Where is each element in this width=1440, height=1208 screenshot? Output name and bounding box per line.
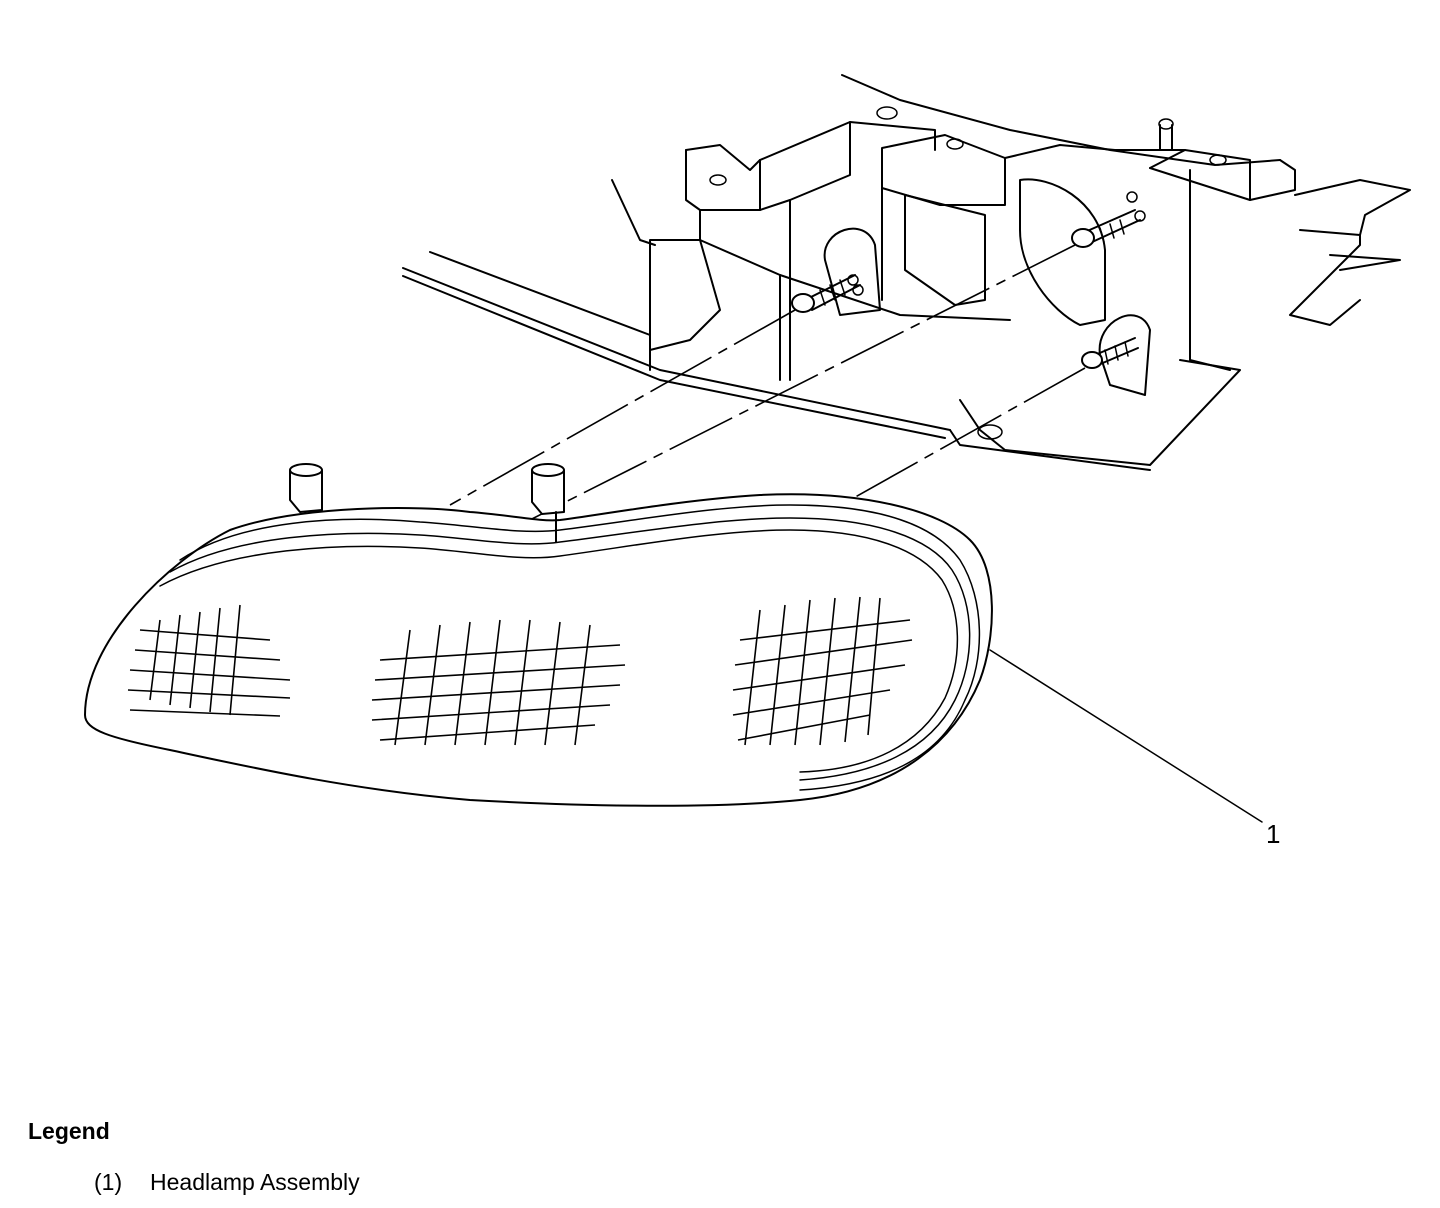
callout-number-1: 1: [1266, 819, 1280, 849]
legend-item: (1) Headlamp Assembly: [94, 1169, 728, 1196]
locator-tab-left: [289, 463, 323, 513]
stud-lower-right: [1081, 337, 1139, 369]
legend-title: Legend: [28, 1118, 110, 1144]
mounting-studs: [791, 191, 1146, 369]
callout-1: 1: [989, 649, 1280, 849]
radiator-support-structure: [402, 74, 1411, 471]
lens-pattern: [127, 596, 913, 746]
lens-grid-left: [127, 604, 291, 717]
lens-grid-center: [371, 619, 626, 746]
legend: Legend (1) Headlamp Assembly: [28, 1118, 728, 1196]
legend-item-number: (1): [94, 1169, 123, 1195]
legend-item-label: Headlamp Assembly: [150, 1169, 360, 1195]
stud-upper-right: [1071, 191, 1146, 248]
lens-grid-right: [732, 596, 913, 746]
locator-tab-center: [531, 463, 565, 543]
headlamp-assembly-diagram: 1: [84, 74, 1411, 849]
stud-left: [791, 274, 864, 313]
